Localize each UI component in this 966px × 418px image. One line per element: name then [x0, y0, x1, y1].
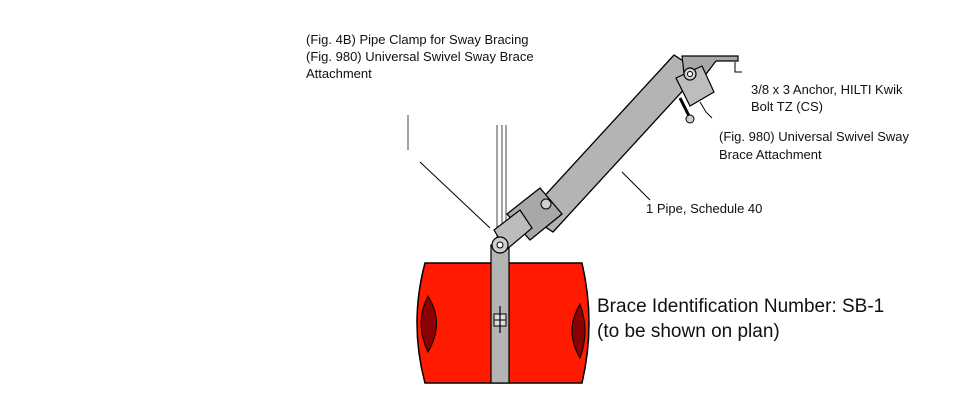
pipe-end-right: [571, 302, 586, 360]
lower-swivel-attachment: [491, 187, 563, 254]
pipe-clamp-strap: [490, 244, 510, 384]
label-anchor-line2: Bolt TZ (CS): [751, 99, 823, 114]
label-swivel-title-line1: (Fig. 980) Universal Swivel Sway Brace: [306, 49, 534, 64]
anchor-bolt: [678, 97, 692, 119]
pipe-end-left: [420, 294, 437, 354]
label-swivel-right-line1: (Fig. 980) Universal Swivel Sway: [719, 129, 910, 144]
label-brace-id-line2: (to be shown on plan): [597, 321, 780, 342]
upper-swivel-attachment: [675, 55, 739, 124]
label-clamp-title: (Fig. 4B) Pipe Clamp for Sway Bracing: [306, 32, 529, 47]
label-brace-pipe: 1 Pipe, Schedule 40: [646, 201, 763, 216]
label-swivel-title-line2: Attachment: [306, 66, 372, 81]
hanger-lines: [407, 115, 507, 260]
label-brace-id-line1: Brace Identification Number: SB-1: [597, 296, 885, 317]
label-anchor-line1: 3/8 x 3 Anchor, HILTI Kwik: [751, 82, 903, 97]
leader-lines: [419, 62, 742, 229]
label-swivel-right-line2: Brace Attachment: [719, 147, 822, 162]
